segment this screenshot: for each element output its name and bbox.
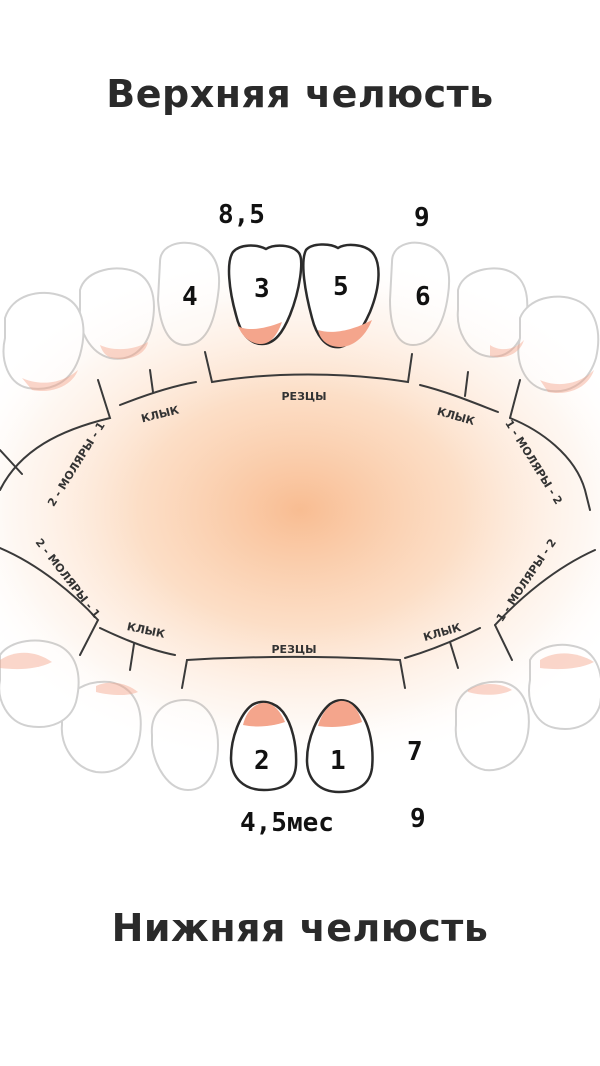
lower-left-canine-bracket bbox=[99, 627, 176, 656]
lower-number-bottom-right: 9 bbox=[410, 804, 426, 834]
upper-left-canine-bracket bbox=[119, 381, 197, 406]
tooth-lower-right-canine bbox=[454, 680, 530, 772]
tooth-upper-left-canine bbox=[78, 267, 155, 360]
upper-incisors-bracket bbox=[204, 351, 413, 384]
tooth-upper-right-molar1 bbox=[517, 295, 600, 393]
upper-number-left-lateral: 4 bbox=[182, 282, 198, 312]
upper-jaw-title: Верхняя челюсть bbox=[106, 72, 494, 116]
label-upper-incisors: РЕЗЦЫ bbox=[282, 390, 327, 403]
upper-left-molars-bracket bbox=[0, 379, 112, 491]
lower-number-left-central: 2 bbox=[254, 746, 270, 776]
upper-faded-gums bbox=[22, 340, 594, 394]
upper-number-left-central: 3 bbox=[254, 274, 270, 304]
lower-number-right-lateral: 7 bbox=[407, 737, 423, 767]
lower-number-right-central: 1 bbox=[330, 746, 346, 776]
lower-jaw-title: Нижняя челюсть bbox=[111, 906, 489, 950]
gum-lower-central-right bbox=[318, 700, 362, 727]
gum-upper-central-left bbox=[238, 322, 282, 344]
tooth-lower-left-canine bbox=[60, 680, 142, 774]
bracket-lines bbox=[0, 351, 596, 689]
tooth-upper-central-right bbox=[302, 243, 380, 349]
tooth-upper-right-canine bbox=[456, 267, 529, 358]
gum-lower-central-left bbox=[243, 702, 285, 727]
lower-left-molars-bracket bbox=[0, 547, 100, 656]
tooth-upper-central-left bbox=[227, 244, 303, 346]
lower-right-canine-bracket bbox=[404, 627, 481, 659]
lower-right-molars-bracket bbox=[494, 549, 596, 626]
tooth-upper-right-lateral bbox=[388, 241, 451, 347]
tooth-upper-left-molar1 bbox=[2, 291, 85, 390]
upper-faded-teeth bbox=[2, 241, 600, 393]
lower-faded-gums bbox=[0, 652, 594, 695]
upper-number-right-lateral: 6 bbox=[415, 282, 431, 312]
lower-number-bottom-left: 4,5мес bbox=[240, 808, 334, 838]
upper-number-right-central: 5 bbox=[333, 272, 349, 302]
gum-upper-central-right bbox=[318, 320, 372, 347]
lower-faded-teeth bbox=[0, 639, 600, 792]
upper-right-molars-bracket bbox=[509, 417, 591, 511]
tooth-lower-left-lateral bbox=[150, 698, 220, 792]
tooth-upper-left-lateral bbox=[156, 241, 221, 347]
mouth-glow bbox=[0, 250, 600, 770]
lower-incisors-bracket bbox=[181, 656, 406, 689]
upper-number-top-left: 8,5 bbox=[218, 200, 265, 230]
label-lower-incisors: РЕЗЦЫ bbox=[272, 643, 317, 656]
upper-right-canine-bracket bbox=[419, 384, 499, 413]
upper-number-top-right: 9 bbox=[414, 203, 430, 233]
tooth-lower-left-molar1 bbox=[0, 639, 80, 728]
